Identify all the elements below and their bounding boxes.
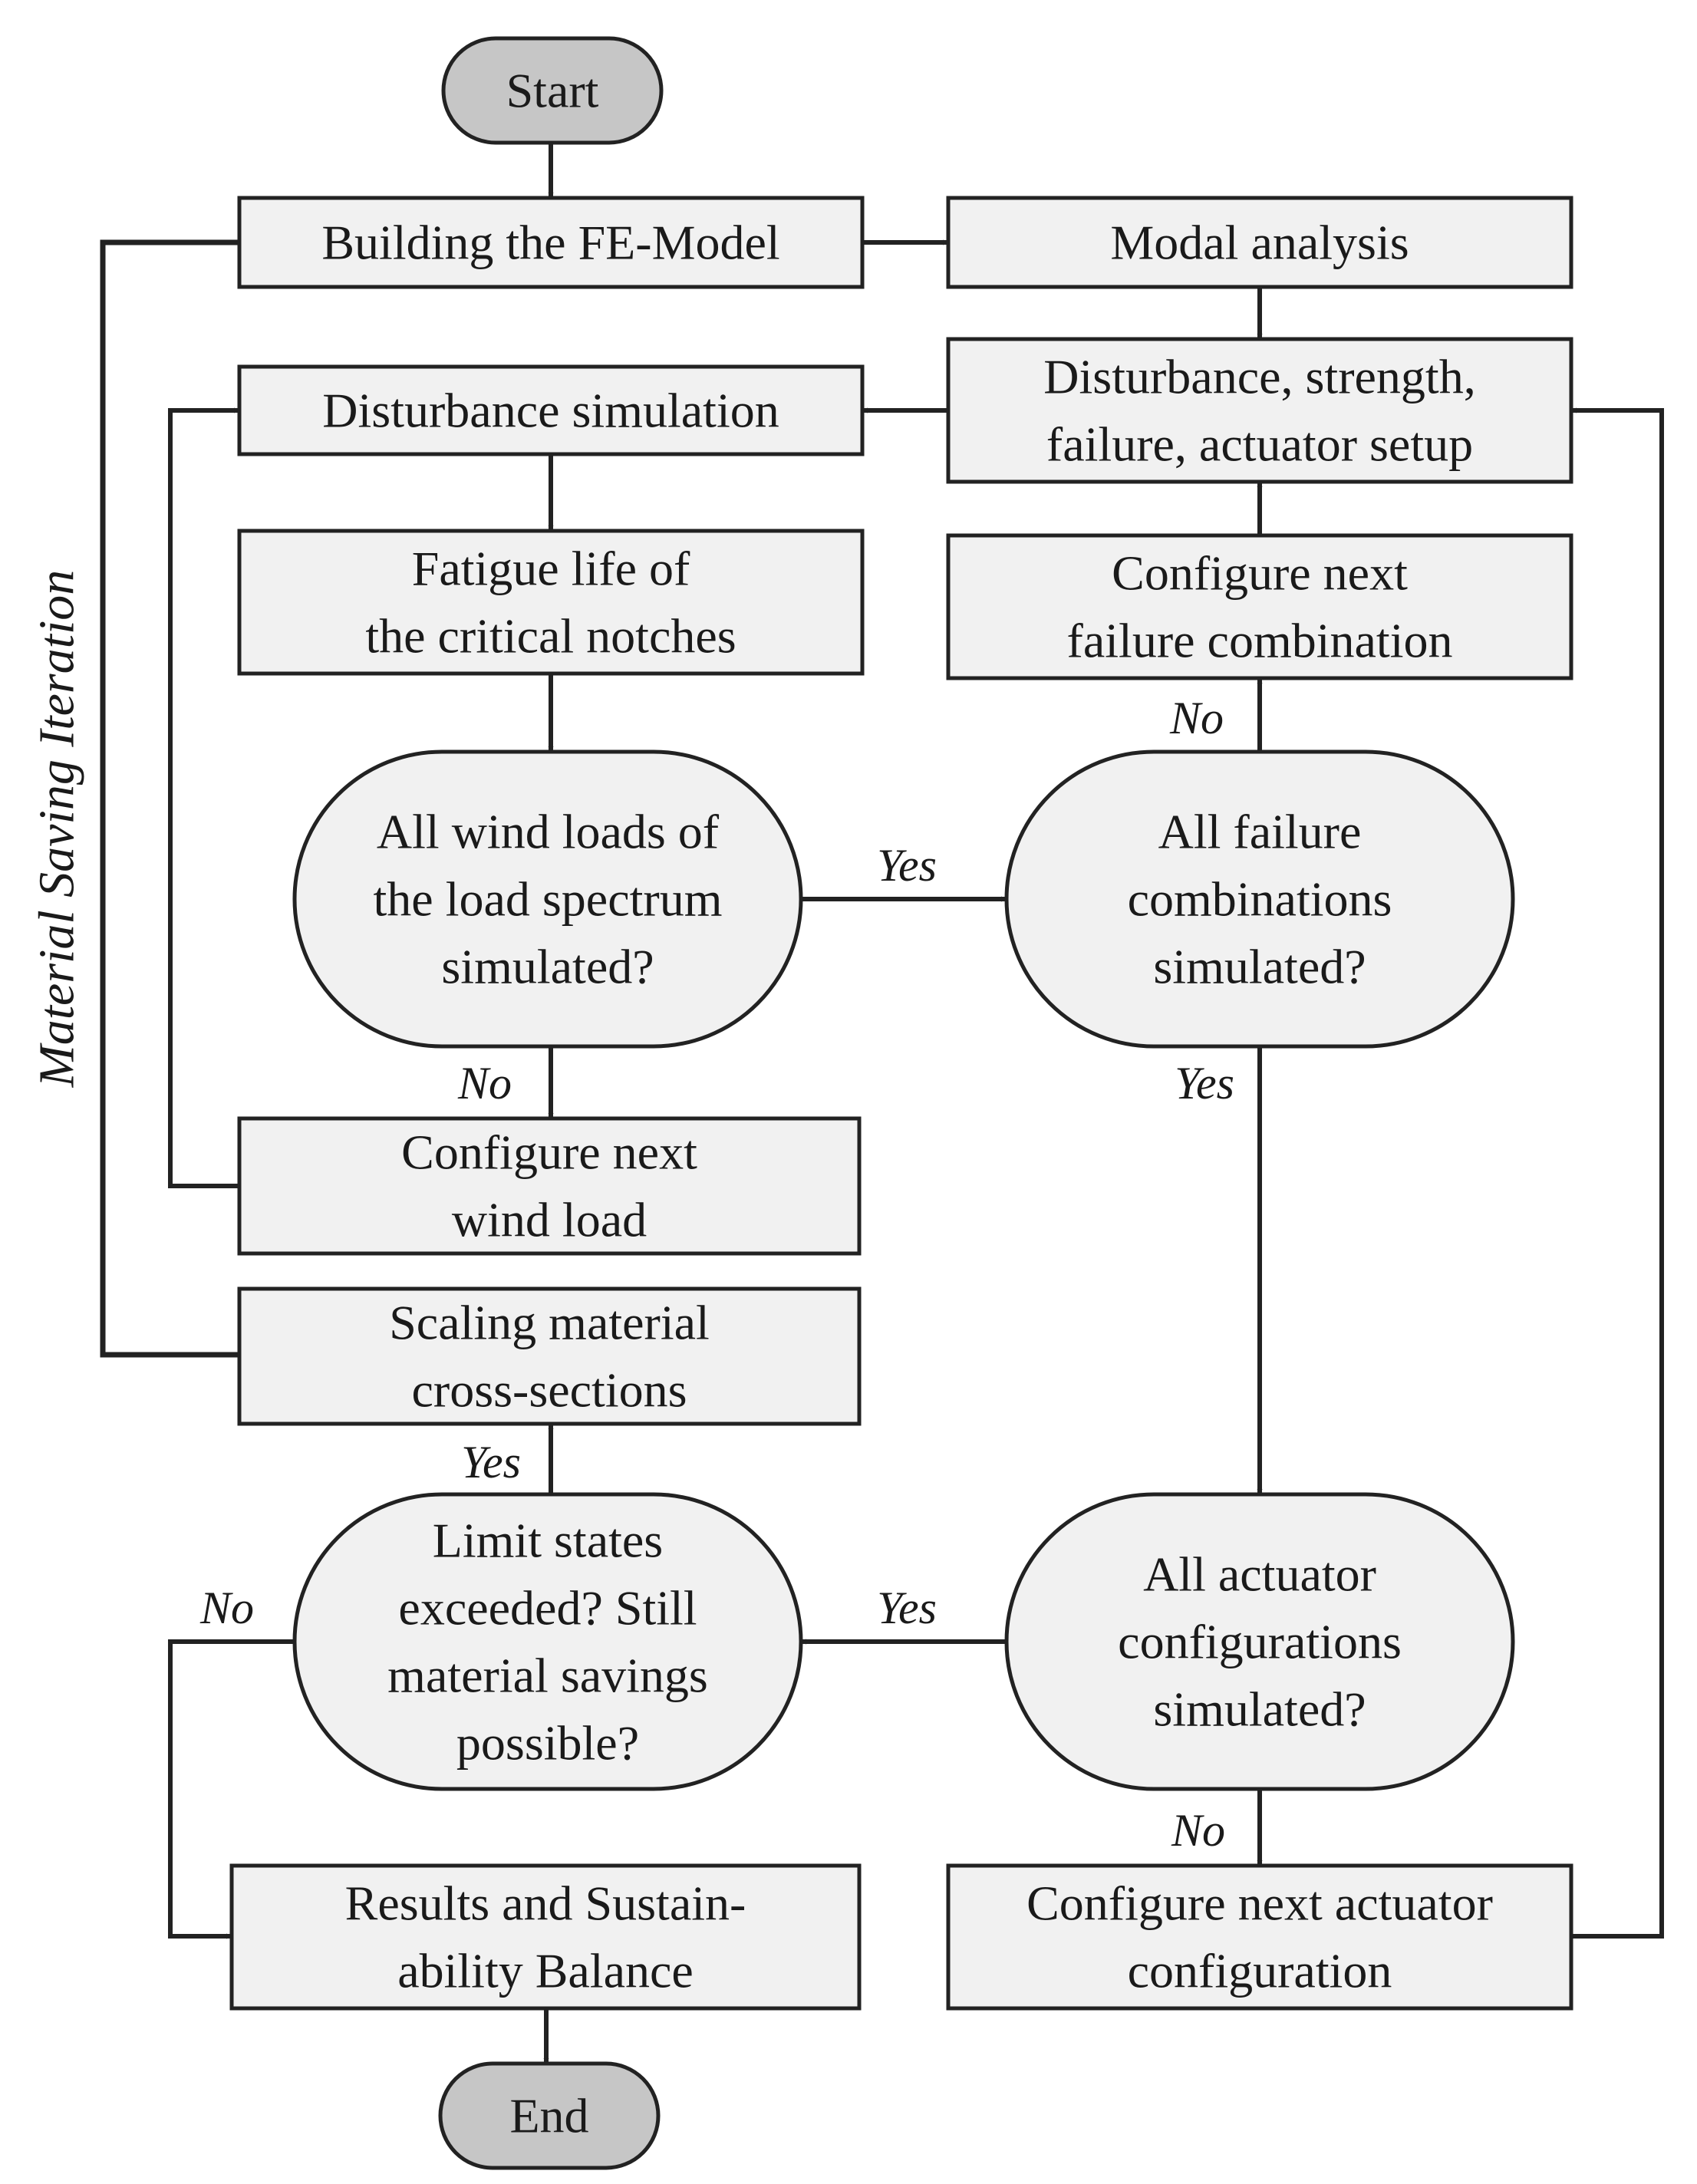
node-dist-sim-line-1: Disturbance simulation bbox=[322, 384, 779, 438]
node-wind-q-line-3: simulated? bbox=[441, 940, 654, 994]
side-label-material-saving-iteration: Material Saving Iteration bbox=[29, 570, 85, 1089]
node-failure-q-shape bbox=[1004, 749, 1515, 1049]
node-wind-q-shape bbox=[292, 749, 803, 1049]
node-actuator-q-line-3: simulated? bbox=[1153, 1682, 1366, 1737]
node-dist-sim: Disturbance simulation bbox=[237, 364, 865, 456]
node-scaling-line-2: cross-sections bbox=[411, 1363, 687, 1418]
node-next-failure: Configure next failure combination bbox=[946, 533, 1573, 680]
node-start-shape bbox=[441, 36, 664, 145]
node-fatigue-line-2: the critical notches bbox=[365, 609, 736, 664]
node-failure-q: All failure combinations simulated? bbox=[1004, 749, 1515, 1049]
node-setup-line-2: failure, actuator setup bbox=[1046, 417, 1473, 472]
node-actuator-q-line-2: configurations bbox=[1118, 1615, 1402, 1669]
connector-nextwind-loop bbox=[168, 407, 239, 1188]
node-fatigue-shape bbox=[237, 529, 865, 676]
node-fe-model-shape bbox=[237, 196, 865, 289]
node-next-wind: Configure next wind load bbox=[237, 1116, 862, 1256]
node-modal-shape bbox=[946, 196, 1573, 289]
node-dist-sim-shape bbox=[237, 364, 865, 456]
node-results-line-2: ability Balance bbox=[397, 1944, 694, 1998]
node-actuator-q-line-1: All actuator bbox=[1143, 1547, 1376, 1602]
node-end: End bbox=[438, 2061, 661, 2170]
node-wind-q-line-1: All wind loads of bbox=[377, 805, 720, 859]
node-next-failure-line-1: Configure next bbox=[1112, 546, 1408, 601]
node-setup-line-1: Disturbance, strength, bbox=[1043, 350, 1475, 404]
edge-label-limit-no: No bbox=[199, 1583, 254, 1633]
node-results: Results and Sustain-ability Balance bbox=[229, 1863, 862, 2011]
node-limit-q: Limit states exceeded? Still material savi… bbox=[292, 1492, 803, 1791]
node-limit-q-line-4: possible? bbox=[456, 1716, 639, 1771]
node-end-shape bbox=[438, 2061, 661, 2170]
node-next-actuator-shape bbox=[946, 1863, 1573, 2011]
edge-label-failure-no: No bbox=[1169, 693, 1224, 743]
edge-label-wind-yes: Yes bbox=[877, 840, 937, 891]
node-start: Start bbox=[441, 36, 664, 145]
node-limit-q-shape bbox=[292, 1492, 803, 1791]
node-wind-q: All wind loads of the load spectrum simula… bbox=[292, 749, 803, 1049]
node-scaling-line-1: Scaling material bbox=[389, 1296, 710, 1350]
node-actuator-q: All actuator configurations simulated? bbox=[1004, 1492, 1515, 1791]
node-next-failure-shape bbox=[946, 533, 1573, 680]
node-setup-shape bbox=[946, 337, 1573, 484]
connector-limitq-to-results bbox=[168, 1639, 295, 1939]
node-results-line-1: Results and Sustain- bbox=[345, 1876, 746, 1931]
node-failure-q-line-1: All failure bbox=[1158, 805, 1362, 859]
edge-label-failure-yes: Yes bbox=[1175, 1058, 1234, 1108]
node-fatigue-line-1: Fatigue life of bbox=[412, 542, 690, 596]
node-failure-q-line-2: combinations bbox=[1128, 872, 1392, 927]
node-setup: Disturbance, strength, failure, actuator … bbox=[946, 337, 1573, 484]
connector-scaling-loop bbox=[100, 239, 239, 1358]
node-scaling: Scaling material cross-sections bbox=[237, 1286, 862, 1426]
node-next-actuator-line-2: configuration bbox=[1128, 1944, 1392, 1998]
node-end-line-1: End bbox=[509, 2089, 588, 2143]
node-next-actuator-line-1: Configure next actuator bbox=[1026, 1876, 1493, 1931]
connector-nextact-to-setup bbox=[1571, 407, 1664, 1939]
node-modal-line-1: Modal analysis bbox=[1110, 216, 1409, 270]
node-next-wind-shape bbox=[237, 1116, 862, 1256]
node-limit-q-line-2: exceeded? Still bbox=[398, 1581, 697, 1636]
node-fatigue: Fatigue life of the critical notches bbox=[237, 529, 865, 676]
node-fe-model: Building the FE-Model bbox=[237, 196, 865, 289]
node-next-wind-line-1: Configure next bbox=[401, 1125, 697, 1180]
edge-label-limit-yes: Yes bbox=[461, 1437, 521, 1487]
node-next-actuator: Configure next actuator configuration bbox=[946, 1863, 1573, 2011]
node-failure-q-line-3: simulated? bbox=[1153, 940, 1366, 994]
node-wind-q-line-2: the load spectrum bbox=[374, 872, 723, 927]
node-modal: Modal analysis bbox=[946, 196, 1573, 289]
node-next-failure-line-2: failure combination bbox=[1067, 614, 1453, 668]
node-actuator-q-shape bbox=[1004, 1492, 1515, 1791]
node-limit-q-line-1: Limit states bbox=[433, 1514, 663, 1568]
node-results-shape bbox=[229, 1863, 862, 2011]
node-scaling-shape bbox=[237, 1286, 862, 1426]
node-start-line-1: Start bbox=[506, 64, 599, 118]
node-next-wind-line-2: wind load bbox=[452, 1193, 647, 1247]
edge-label-actuator-yes: Yes bbox=[877, 1583, 937, 1633]
connectors bbox=[100, 143, 1664, 2064]
edge-label-actuator-no: No bbox=[1171, 1805, 1225, 1856]
node-limit-q-line-3: material savings bbox=[387, 1649, 708, 1703]
node-fe-model-line-1: Building the FE-Model bbox=[321, 216, 779, 270]
edge-label-wind-no: No bbox=[457, 1058, 512, 1108]
